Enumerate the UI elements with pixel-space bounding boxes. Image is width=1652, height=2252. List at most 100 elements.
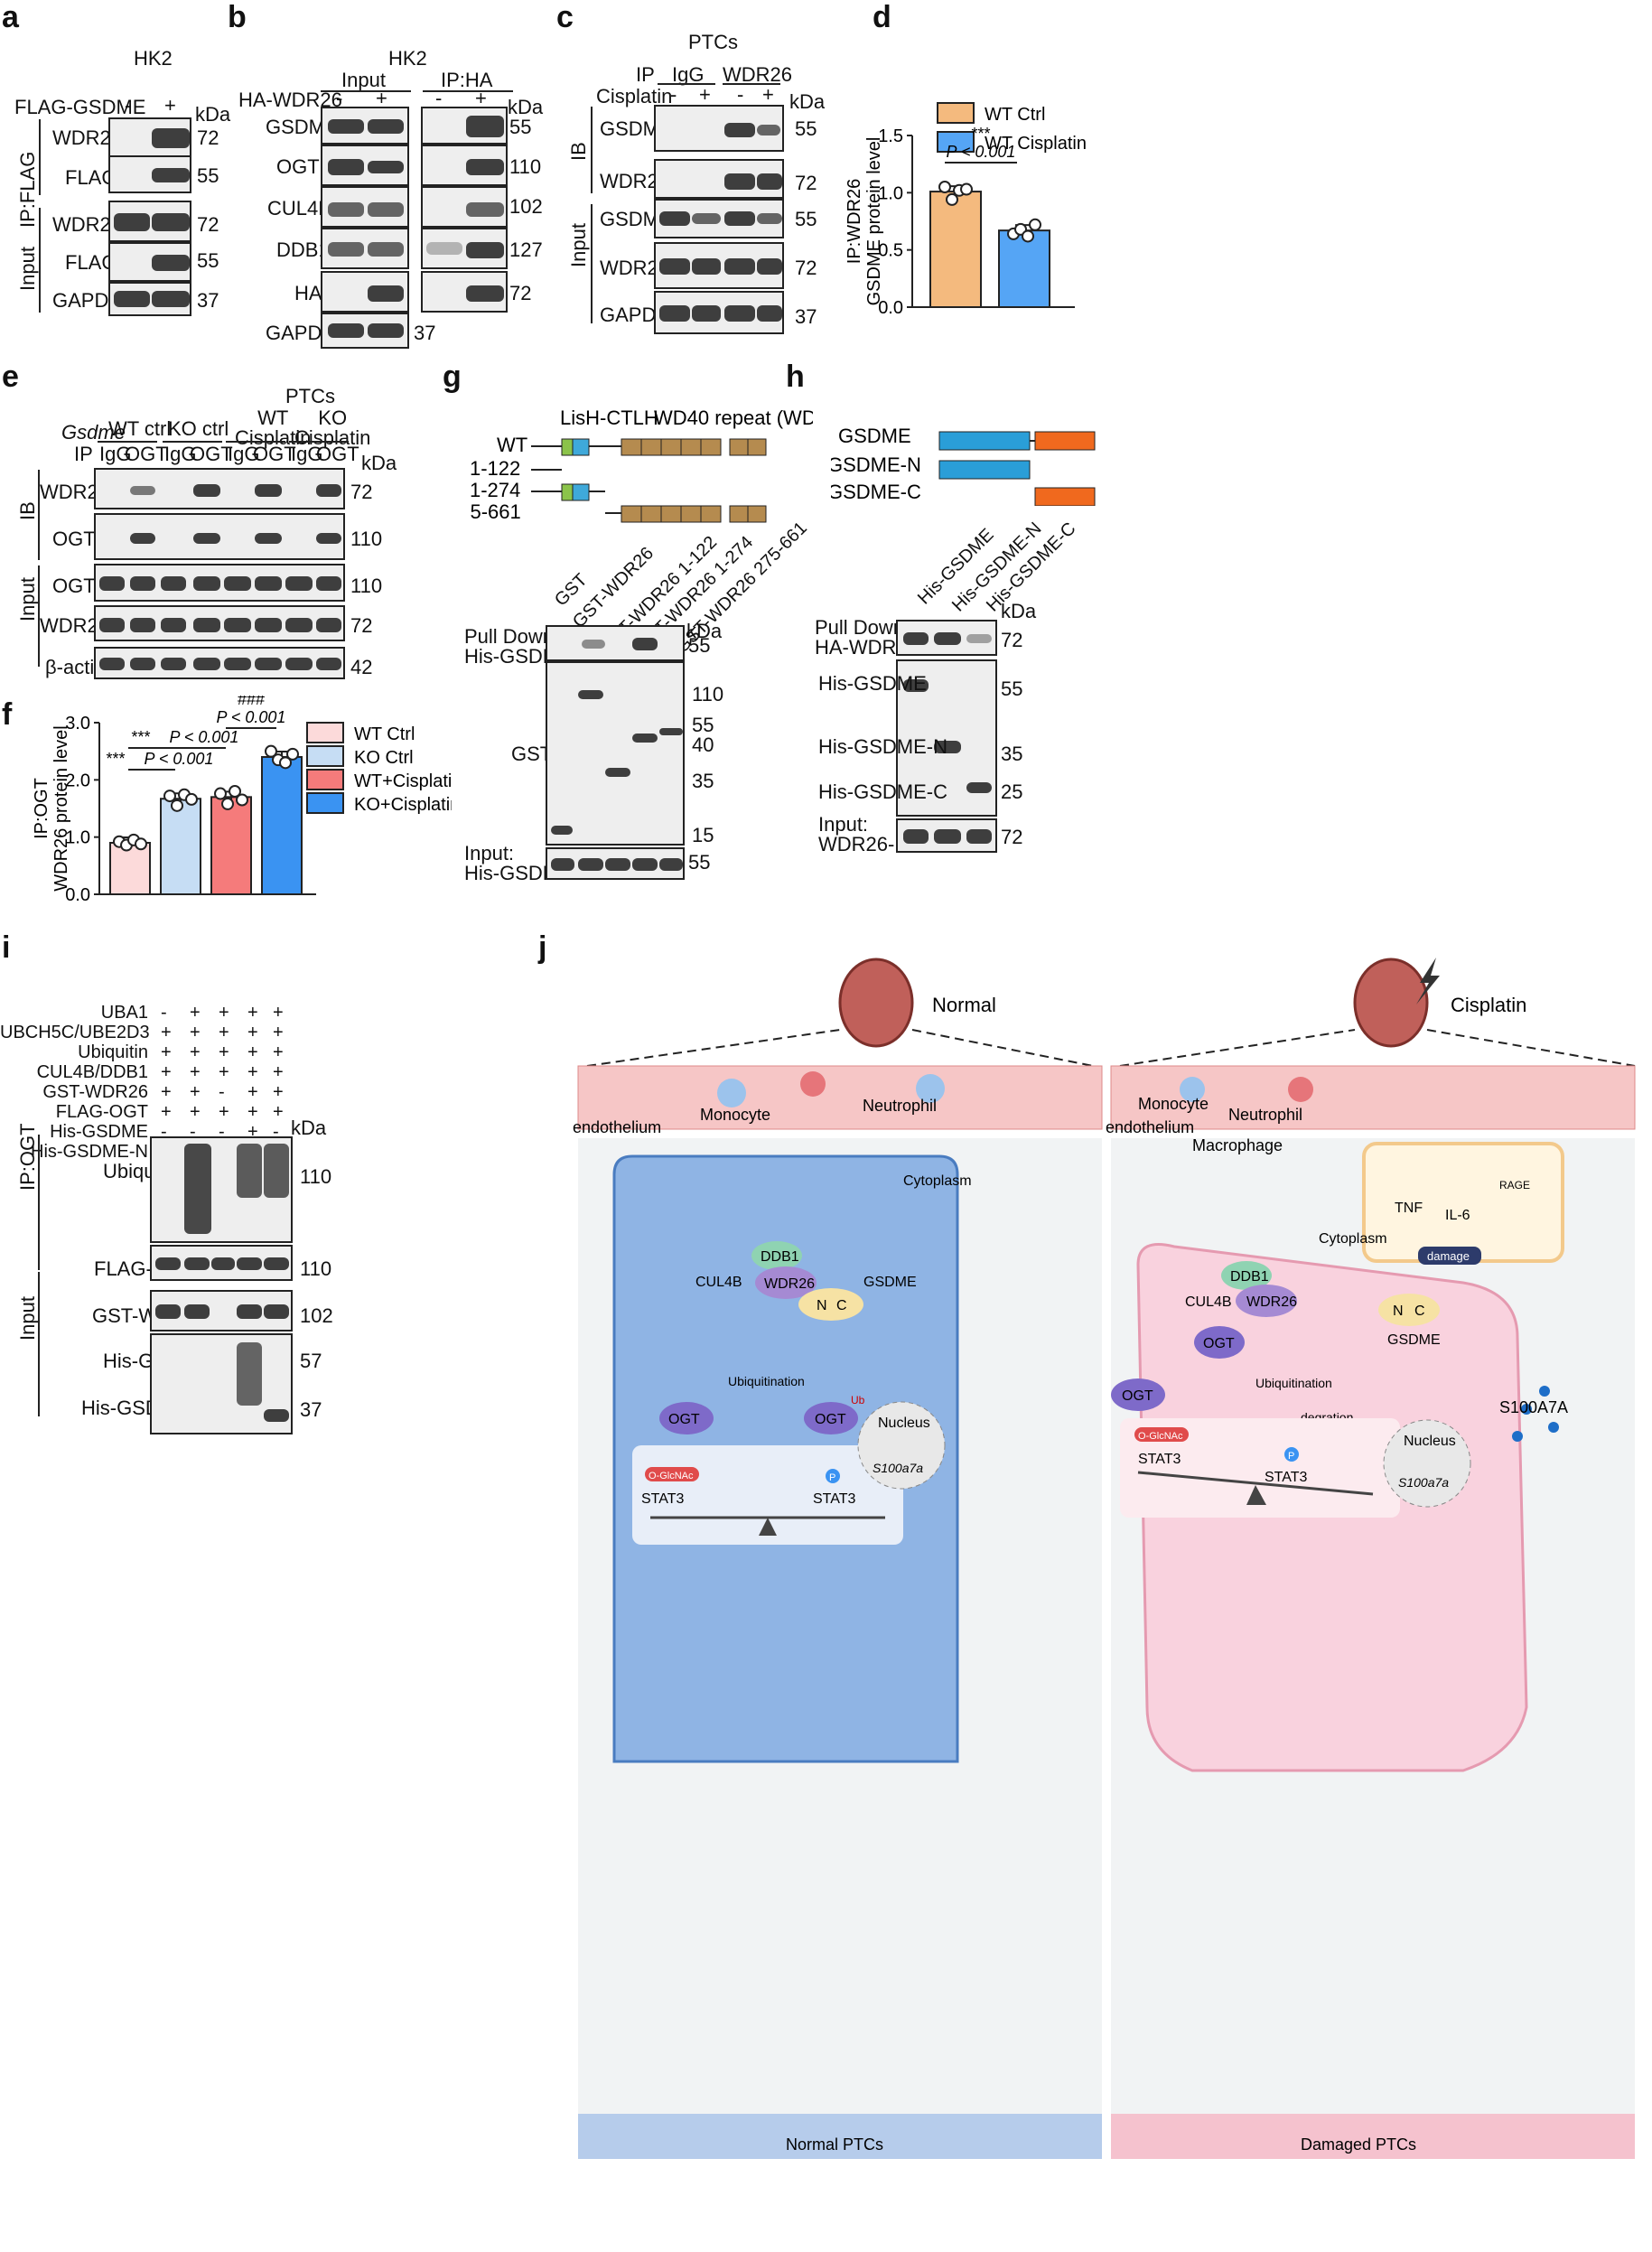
p-value: P < 0.001 bbox=[217, 708, 286, 726]
construct-label: GSDME-C bbox=[831, 481, 921, 503]
mw-marker: 37 bbox=[795, 305, 817, 328]
western-blot bbox=[321, 186, 409, 228]
label: Damaged PTCs bbox=[1301, 2135, 1416, 2154]
label: OGT bbox=[1203, 1336, 1235, 1351]
condition-sign: + bbox=[219, 1042, 229, 1062]
lane-sign: + bbox=[475, 87, 487, 109]
label: C bbox=[836, 1298, 847, 1313]
gst-label: GST bbox=[511, 743, 553, 765]
data-point bbox=[163, 790, 176, 803]
label: OGT bbox=[1122, 1388, 1153, 1404]
western-blot bbox=[150, 1333, 293, 1434]
label: Neutrophil bbox=[863, 1097, 937, 1115]
western-blot bbox=[150, 1290, 293, 1332]
label: OGT bbox=[668, 1412, 700, 1427]
condition-sign: + bbox=[273, 1062, 284, 1082]
lane-label: IgG bbox=[164, 443, 197, 465]
mw-marker: 72 bbox=[795, 172, 817, 194]
y-tick-label: 0.5 bbox=[878, 241, 903, 261]
label: TNF bbox=[1395, 1201, 1423, 1216]
mw-marker: 72 bbox=[1001, 629, 1023, 651]
mw-marker: 110 bbox=[692, 683, 724, 706]
western-blot bbox=[94, 647, 345, 679]
section-label: Input bbox=[16, 577, 39, 621]
section-label: Input bbox=[16, 247, 39, 291]
western-blot bbox=[896, 659, 997, 817]
label: WDR26 bbox=[1246, 1294, 1297, 1310]
condition-sign: - bbox=[273, 1122, 279, 1142]
mw-marker: 55 bbox=[197, 164, 219, 187]
condition-sign: - bbox=[219, 1122, 225, 1142]
condition-label: His-GSDME-N bbox=[31, 1142, 148, 1162]
data-point bbox=[265, 744, 277, 758]
data-point bbox=[1022, 229, 1034, 243]
significance-stars: *** bbox=[131, 728, 150, 746]
label: Ub bbox=[851, 1394, 865, 1406]
legend-label: WT+Cisplatin bbox=[354, 771, 452, 791]
lane-sign: - bbox=[435, 87, 443, 109]
condition-sign: - bbox=[161, 1003, 167, 1023]
group-label: WT Cisplatin bbox=[235, 406, 312, 449]
condition-label: His-GSDME bbox=[50, 1122, 148, 1142]
lane-label: OGT bbox=[190, 443, 233, 465]
western-blot bbox=[108, 155, 191, 193]
normal-side: Normal Monocyte Neutrophil endothelium C… bbox=[573, 958, 1103, 2159]
y-tick-label: 2.0 bbox=[65, 771, 90, 790]
legend-label: KO Ctrl bbox=[354, 748, 414, 768]
construct-label: GSDME bbox=[838, 425, 911, 447]
mw-marker: 72 bbox=[197, 213, 219, 236]
data-point bbox=[229, 785, 241, 798]
label: endothelium bbox=[573, 1118, 661, 1136]
y-tick-label: 1.0 bbox=[65, 828, 90, 848]
panel-letter: i bbox=[2, 930, 11, 965]
label: Macrophage bbox=[1192, 1136, 1283, 1154]
label: GSDME bbox=[1387, 1332, 1441, 1348]
mw-marker: 37 bbox=[197, 289, 219, 312]
lane-label: OGT bbox=[125, 443, 168, 465]
mw-marker: 72 bbox=[509, 282, 532, 304]
legend-swatch bbox=[306, 722, 344, 743]
bar bbox=[109, 842, 151, 895]
section-label: Input bbox=[567, 223, 590, 267]
western-blot bbox=[421, 228, 508, 269]
condition-sign: + bbox=[190, 1003, 201, 1023]
lane-label: IgG bbox=[99, 443, 132, 465]
label: STAT3 bbox=[813, 1491, 856, 1507]
legend-swatch bbox=[306, 769, 344, 790]
bar bbox=[160, 798, 201, 895]
lane-label: IgG bbox=[291, 443, 323, 465]
row-label: IP bbox=[636, 63, 655, 86]
mw-marker: 72 bbox=[197, 126, 219, 149]
label: Normal PTCs bbox=[786, 2135, 883, 2154]
bar bbox=[929, 191, 982, 308]
mw-marker: 55 bbox=[688, 634, 711, 657]
bar bbox=[210, 796, 252, 895]
data-point bbox=[1029, 218, 1041, 231]
domain-label: LisH-CTLH bbox=[560, 406, 658, 429]
label: S100a7a bbox=[873, 1461, 923, 1475]
lane-label: OGT bbox=[253, 443, 296, 465]
legend-label: KO+Cisplatin bbox=[354, 795, 452, 815]
data-point bbox=[279, 756, 292, 770]
lane-sign: - bbox=[737, 83, 744, 106]
data-point bbox=[135, 837, 147, 851]
y-tick-label: 3.0 bbox=[65, 714, 90, 734]
label: Nucleus bbox=[878, 1416, 930, 1431]
mw-marker: 102 bbox=[509, 195, 543, 218]
mw-marker: 55 bbox=[795, 117, 817, 140]
mw-marker: 55 bbox=[692, 714, 714, 736]
condition-sign: + bbox=[219, 1102, 229, 1122]
panel-letter: c bbox=[556, 0, 574, 34]
domain-label: WD40 repeat (WDR) bbox=[654, 406, 813, 429]
condition-label: GST-WDR26 bbox=[42, 1082, 148, 1102]
panel-letter: a bbox=[2, 0, 19, 34]
condition-sign: + bbox=[247, 1082, 258, 1102]
y-tick-label: 1.0 bbox=[878, 183, 903, 203]
lane-sign: + bbox=[376, 87, 387, 109]
group-label: KO ctrl bbox=[168, 417, 229, 440]
bar bbox=[261, 756, 303, 895]
input-label: Input: His-GSDME bbox=[464, 842, 573, 884]
label: damage bbox=[1427, 1249, 1470, 1263]
panel-letter: j bbox=[538, 930, 547, 965]
